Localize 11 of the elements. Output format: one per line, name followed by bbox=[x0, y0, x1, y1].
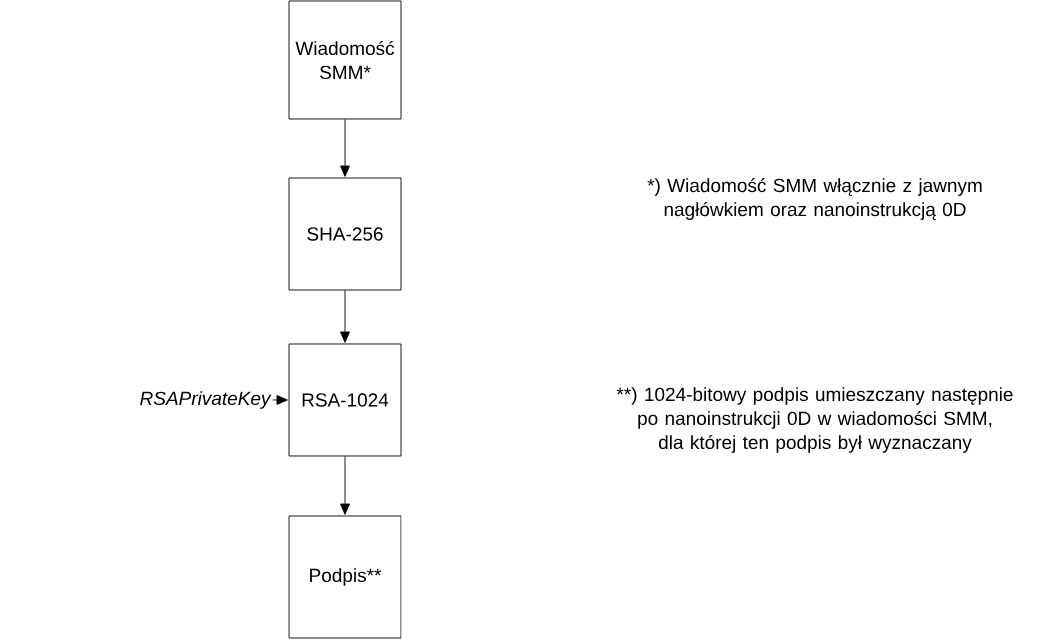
arrow bbox=[340, 456, 350, 515]
arrow bbox=[272, 395, 288, 405]
input-label: RSAPrivateKey bbox=[140, 391, 272, 409]
process-box: SHA-256 bbox=[288, 177, 402, 291]
process-box: RSA-1024 bbox=[288, 343, 402, 457]
arrow bbox=[340, 290, 350, 343]
process-box: Podpis** bbox=[288, 515, 402, 639]
note-text: **) 1024-bitowy podpis umieszczany następnie po nanoinstrukcji 0D w wiadomości SMM, dla której ten podpis był wyznaczany bbox=[616, 387, 1013, 453]
arrow bbox=[340, 119, 350, 177]
process-box: Wiadomość SMM* bbox=[288, 0, 402, 120]
note-text: *) Wiadomość SMM włącznie z jawnym nagłówkiem oraz nanoinstrukcją 0D bbox=[647, 178, 982, 220]
